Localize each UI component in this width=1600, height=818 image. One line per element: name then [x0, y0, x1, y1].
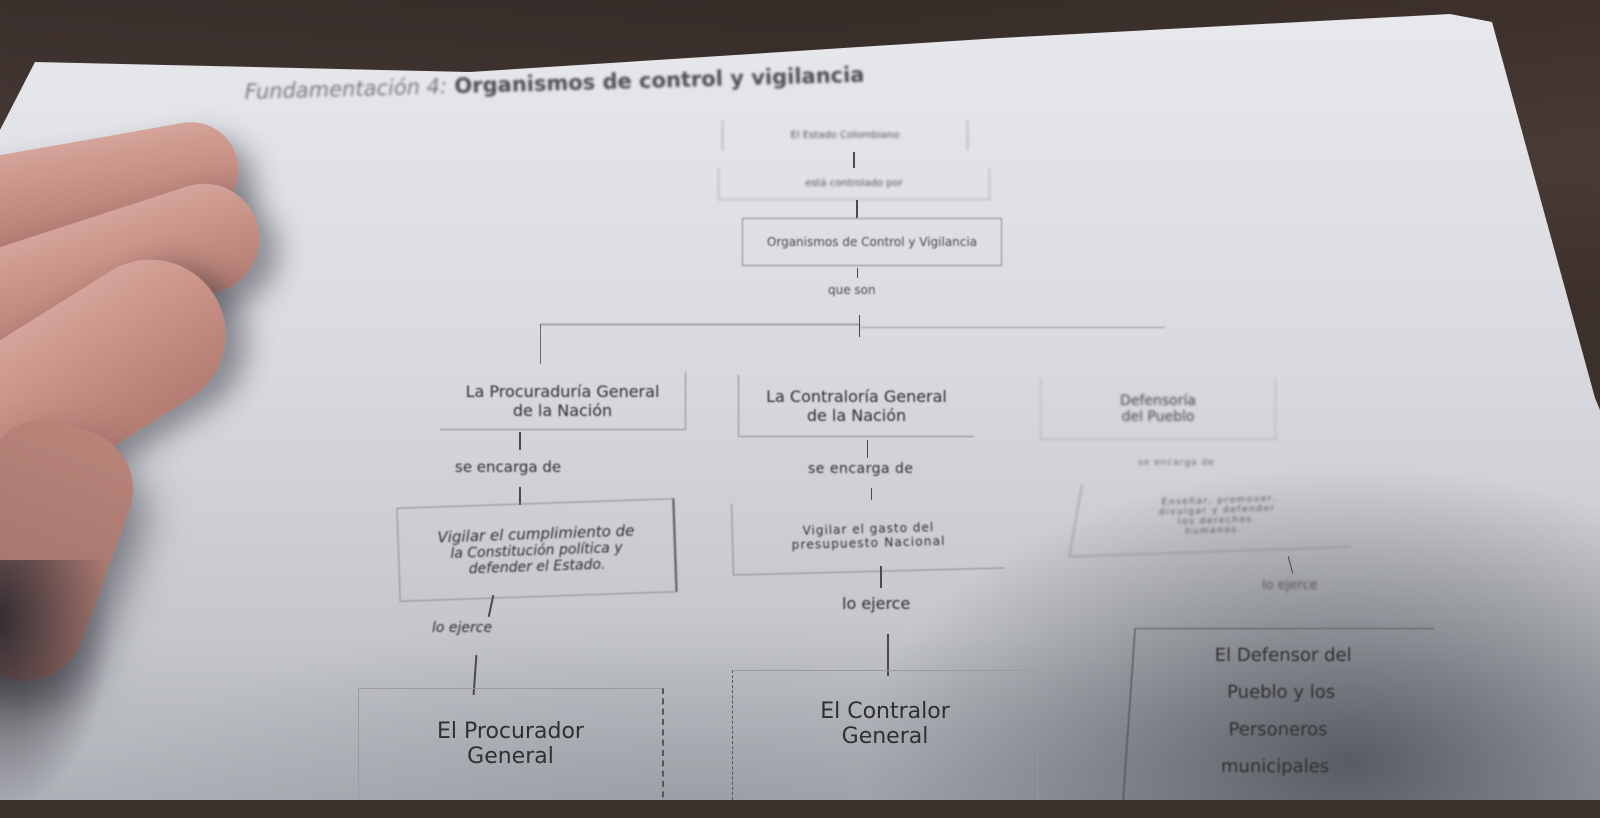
relation-label: se encarga de	[808, 461, 914, 477]
procuraduria-line2: de la Nación	[512, 400, 613, 420]
contraloria-line1: La Contraloría General	[766, 386, 947, 406]
holder-line3: Personeros	[1228, 719, 1328, 740]
node-defensoria-function: Enseñar, promover, divulgar y defender l…	[1068, 474, 1364, 558]
connector	[880, 566, 882, 588]
relation-label: se encarga de	[1138, 458, 1215, 468]
holder-line1: El Contralor	[820, 699, 950, 724]
holder-line1: El Defensor del	[1214, 645, 1352, 666]
node-procurador-general: El Procurador General	[358, 688, 664, 800]
connector	[857, 268, 858, 278]
holder-line2: General	[467, 744, 554, 769]
defensoria-line1: Defensoría	[1120, 392, 1196, 409]
connector	[867, 440, 868, 458]
link-label: está controlado por	[805, 178, 903, 189]
connector	[871, 488, 872, 500]
exercise-label: lo ejerce	[842, 594, 911, 613]
link-which-are: que son	[828, 283, 876, 297]
connector	[853, 152, 855, 168]
branch-connector	[540, 324, 860, 325]
function-line3: defender el Estado.	[468, 556, 606, 578]
category-label: Organismos de Control y Vigilancia	[766, 235, 978, 249]
node-contraloria: La Contraloría General de la Nación	[738, 375, 974, 437]
node-category: Organismos de Control y Vigilancia	[742, 218, 1002, 266]
node-contraloria-function: Vigilar el gasto del presupuesto Naciona…	[731, 496, 1005, 576]
contraloria-line2: de la Nación	[806, 405, 907, 425]
holder-line4: municipales	[1221, 756, 1330, 777]
node-procuraduria-function: Vigilar el cumplimiento de la Constituci…	[396, 498, 678, 602]
connector	[540, 324, 541, 364]
exercise-label: lo ejerce	[432, 620, 493, 636]
node-root-label: El Estado Colombiano	[790, 129, 900, 141]
node-contralor-general: El Contralor General	[732, 670, 1038, 800]
procuraduria-line1: La Procuraduría General	[465, 381, 660, 401]
connector	[856, 200, 858, 218]
node-link-controlled-by: está controlado por	[718, 168, 990, 200]
hand-shadow	[0, 560, 140, 800]
connector	[1287, 556, 1294, 574]
printed-worksheet: Fundamentación 4: Organismos de control …	[0, 14, 1600, 800]
node-defensor-personeros: El Defensor del Pueblo y los Personeros …	[1121, 628, 1435, 800]
relation-label: se encarga de	[455, 458, 562, 476]
connector	[519, 487, 521, 505]
node-procuraduria: La Procuraduría General de la Nación	[440, 372, 686, 430]
function-line4: humanos.	[1185, 524, 1243, 537]
function-line3: los derechos	[1178, 514, 1254, 527]
branch-connector	[860, 327, 1165, 328]
node-defensoria: Defensoría del Pueblo	[1040, 378, 1276, 440]
connector	[519, 432, 521, 450]
node-root: El Estado Colombiano	[722, 120, 968, 150]
holder-line2: Pueblo y los	[1226, 682, 1335, 703]
connector	[887, 634, 889, 676]
title-prefix: Fundamentación 4:	[244, 74, 448, 104]
defensoria-line2: del Pueblo	[1121, 408, 1195, 425]
exercise-label: lo ejerce	[1262, 578, 1318, 593]
holder-line2: General	[841, 724, 929, 749]
holder-line1: El Procurador	[437, 719, 584, 744]
function-line2: presupuesto Nacional	[791, 533, 946, 552]
connector	[859, 315, 860, 337]
